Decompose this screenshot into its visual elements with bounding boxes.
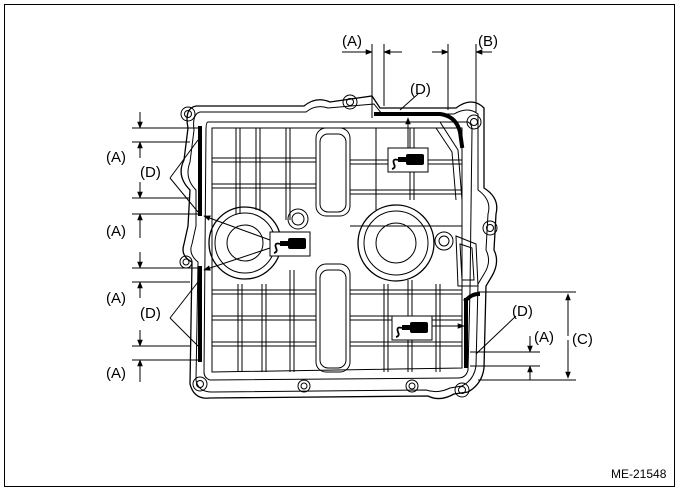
label-d-left-2: (D)	[140, 305, 161, 322]
label-b-top: (B)	[478, 33, 498, 50]
label-a-left-4: (A)	[106, 365, 126, 382]
sealant-beads	[198, 112, 481, 368]
label-d-top: (D)	[410, 81, 431, 98]
label-c-right: (C)	[572, 331, 593, 348]
dimension-lines	[132, 44, 576, 382]
sealant-applicator-icon	[269, 231, 311, 257]
label-a-left-2: (A)	[106, 223, 126, 240]
figure-frame	[4, 4, 675, 487]
sealant-applicator-icon	[387, 147, 429, 173]
label-d-right: (D)	[512, 303, 533, 320]
label-a-left-1: (A)	[106, 149, 126, 166]
label-a-top: (A)	[342, 33, 362, 50]
figure-reference-code: ME-21548	[611, 467, 667, 481]
label-a-right: (A)	[534, 329, 554, 346]
sealant-bead-top	[374, 112, 465, 149]
cover-outline	[179, 94, 498, 400]
label-a-left-3: (A)	[106, 290, 126, 307]
sealant-bead-right	[463, 291, 481, 368]
sealant-applicator-icon	[391, 315, 433, 341]
label-d-left-1: (D)	[140, 164, 161, 181]
